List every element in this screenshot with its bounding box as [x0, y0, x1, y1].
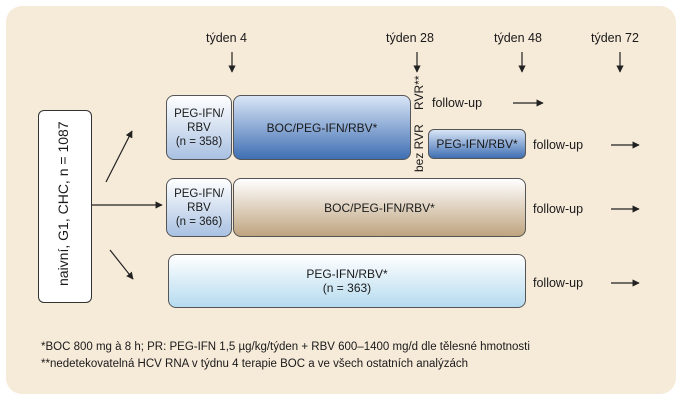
- arm1-lead-in-box: PEG-IFN/ RBV (n = 358): [166, 95, 232, 160]
- arm1-treatment-label: BOC/PEG-IFN/RBV*: [266, 120, 378, 135]
- arm2-followup: follow-up: [533, 202, 584, 216]
- timepoint-week28: týden 28: [386, 31, 434, 45]
- timepoint-week72: týden 72: [591, 31, 639, 45]
- arm3-entry-arrow: [109, 249, 134, 280]
- population-label: naivní, G1, CHC, n = 1087: [55, 121, 71, 286]
- arm1-continuation-label: PEG-IFN/RBV*: [436, 137, 518, 151]
- rvr-label: RVR**: [412, 75, 426, 110]
- arm1-lead-in-line2: RBV: [187, 121, 211, 134]
- arm3-treatment-box: PEG-IFN/RBV* (n = 363): [168, 254, 526, 308]
- footnote-2: **nedetekovatelná HCV RNA v týdnu 4 tera…: [41, 358, 469, 370]
- arm2-lead-in-box: PEG-IFN/ RBV (n = 366): [166, 178, 232, 237]
- arm2-lead-in-line3: (n = 366): [175, 215, 223, 228]
- arm1-entry-arrow: [105, 130, 133, 183]
- arm3-followup: follow-up: [533, 276, 584, 290]
- no-rvr-label: bez RVR: [412, 124, 426, 172]
- timepoint-week48: týden 48: [494, 31, 542, 45]
- arm2-treatment-box: BOC/PEG-IFN/RBV*: [233, 178, 526, 237]
- arm1-lead-in-line1: PEG-IFN/: [174, 107, 224, 120]
- arm2-lead-in-line2: RBV: [187, 201, 211, 214]
- timepoint-week4: týden 4: [206, 31, 248, 45]
- population-box: [38, 110, 92, 303]
- arm1-followup: follow-up: [533, 138, 584, 152]
- arm3-treatment-label: PEG-IFN/RBV*: [306, 267, 388, 281]
- arm2-lead-in-line1: PEG-IFN/: [174, 187, 224, 200]
- footnote-1: *BOC 800 mg à 8 h; PR: PEG-IFN 1,5 µg/kg…: [41, 341, 530, 353]
- arm2-treatment-label: BOC/PEG-IFN/RBV*: [324, 200, 435, 215]
- arm1-treatment-box: BOC/PEG-IFN/RBV*: [233, 95, 411, 160]
- arm1-continuation-box: PEG-IFN/RBV*: [428, 129, 526, 159]
- arm3-n-label: (n = 363): [322, 281, 372, 295]
- arm1-followup-rvr: follow-up: [432, 96, 483, 110]
- arm1-lead-in-line3: (n = 358): [175, 135, 223, 148]
